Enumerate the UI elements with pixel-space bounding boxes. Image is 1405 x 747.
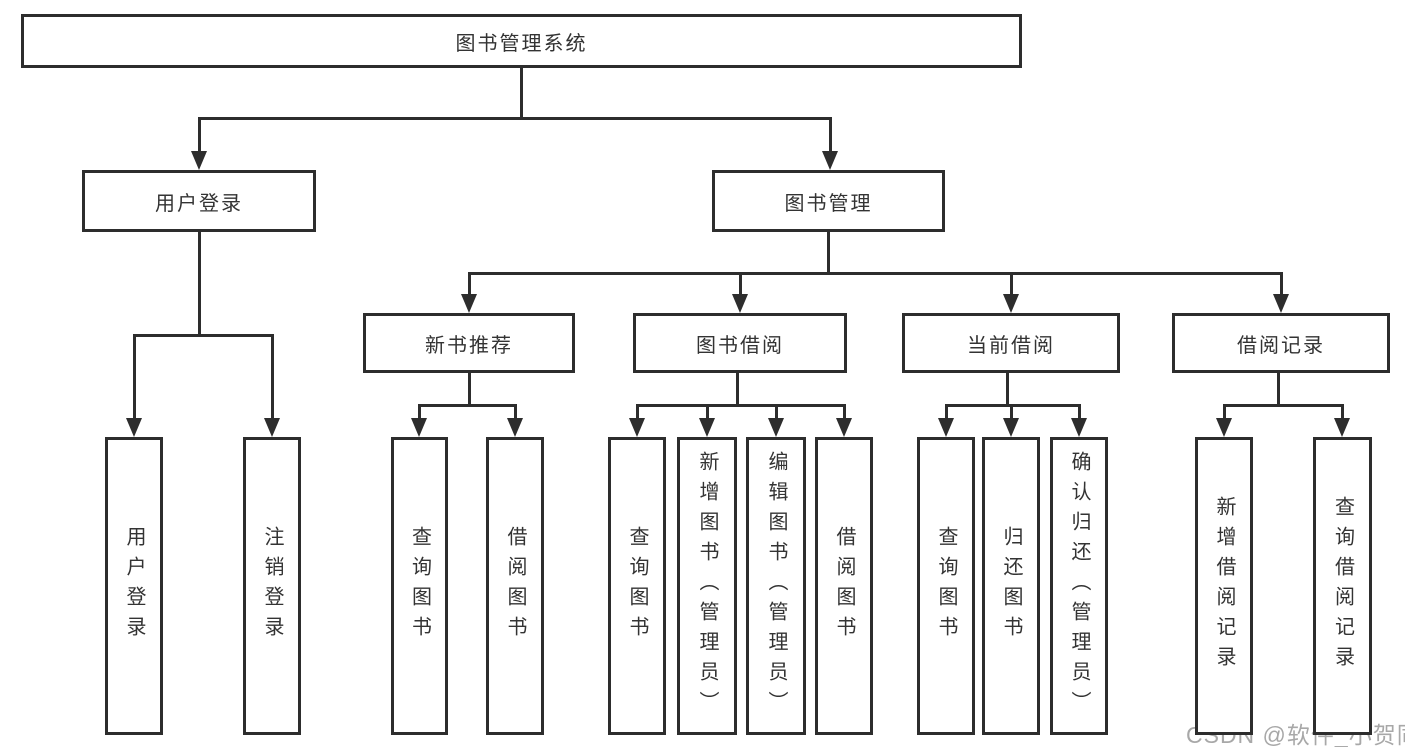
node-label: 图书管理 (784, 192, 873, 215)
node-current-borrowing: 当前借阅 (902, 313, 1120, 373)
arrowhead-down-icon (191, 151, 207, 170)
node-label: 用户登录 (155, 192, 243, 215)
node-library-management-system: 图书管理系统 (21, 14, 1022, 68)
arrowhead-down-icon (264, 418, 280, 437)
node-label: 查询图书 (626, 526, 648, 646)
node-label: 借阅图书 (504, 526, 526, 646)
connector-line-horizontal (1222, 403, 1344, 407)
node-leaf-confirm-return-admin: 确认归还（管理员） (1050, 437, 1108, 735)
node-leaf-query-books-borrow: 查询图书 (608, 437, 666, 735)
arrowhead-down-icon (1216, 418, 1232, 437)
node-label: 用户登录 (123, 526, 145, 646)
connector-line-horizontal (944, 403, 1081, 407)
connector-line-vertical (270, 335, 274, 419)
node-leaf-query-borrow-record: 查询借阅记录 (1313, 437, 1372, 735)
connector-line-vertical (635, 405, 639, 419)
connector-line-horizontal (417, 403, 517, 407)
connector-line-vertical (774, 405, 778, 419)
connector-line-vertical (735, 373, 739, 405)
node-book-borrowing: 图书借阅 (633, 313, 847, 373)
node-label: 查询图书 (408, 526, 431, 646)
node-label: 借阅记录 (1237, 334, 1325, 357)
node-label: 归还图书 (1000, 526, 1022, 646)
node-label: 新增图书（管理员） (696, 451, 718, 721)
node-leaf-query-books-current: 查询图书 (917, 437, 975, 735)
connector-line-horizontal (635, 403, 846, 407)
node-label: 图书管理系统 (455, 32, 588, 55)
arrowhead-down-icon (411, 418, 427, 437)
connector-line-vertical (828, 118, 832, 152)
node-label: 新书推荐 (425, 334, 513, 357)
connector-line-vertical (705, 405, 709, 419)
connector-line-vertical (1222, 405, 1226, 419)
node-leaf-borrow-books: 借阅图书 (815, 437, 873, 735)
arrowhead-down-icon (1273, 294, 1289, 313)
node-new-book-recommendation: 新书推荐 (363, 313, 575, 373)
connector-line-vertical (1279, 273, 1283, 295)
connector-line-vertical (1009, 405, 1013, 419)
arrowhead-down-icon (732, 294, 748, 313)
connector-line-vertical (1005, 373, 1009, 405)
connector-line-vertical (1340, 405, 1344, 419)
node-leaf-user-login: 用户登录 (105, 437, 163, 735)
connector-line-vertical (197, 232, 201, 335)
connector-line-vertical (1077, 405, 1081, 419)
node-label: 编辑图书（管理员） (765, 451, 787, 721)
arrowhead-down-icon (699, 418, 715, 437)
node-leaf-query-books-recommend: 查询图书 (391, 437, 448, 735)
node-leaf-logout: 注销登录 (243, 437, 301, 735)
connector-line-vertical (826, 232, 830, 273)
arrowhead-down-icon (1003, 294, 1019, 313)
arrowhead-down-icon (836, 418, 852, 437)
connector-line-horizontal (132, 333, 274, 337)
node-label: 图书借阅 (696, 334, 784, 357)
connector-line-vertical (132, 335, 136, 419)
arrowhead-down-icon (126, 418, 142, 437)
node-label: 借阅图书 (833, 526, 855, 646)
arrowhead-down-icon (1003, 418, 1019, 437)
node-borrowing-records: 借阅记录 (1172, 313, 1390, 373)
connector-line-vertical (513, 405, 517, 419)
node-label: 查询图书 (935, 526, 957, 646)
connector-line-vertical (842, 405, 846, 419)
node-user-login: 用户登录 (82, 170, 316, 232)
node-label: 新增借阅记录 (1213, 496, 1235, 676)
connector-line-vertical (467, 373, 471, 405)
connector-line-vertical (417, 405, 421, 419)
arrowhead-down-icon (1334, 418, 1350, 437)
node-label: 确认归还（管理员） (1068, 451, 1090, 721)
arrowhead-down-icon (1071, 418, 1087, 437)
node-label: 查询借阅记录 (1331, 496, 1354, 676)
arrowhead-down-icon (507, 418, 523, 437)
connector-line-vertical (738, 273, 742, 295)
connector-line-vertical (467, 273, 471, 295)
connector-line-vertical (1276, 373, 1280, 405)
node-leaf-edit-book-admin: 编辑图书（管理员） (746, 437, 806, 735)
node-leaf-add-book-admin: 新增图书（管理员） (677, 437, 737, 735)
node-label: 注销登录 (261, 526, 283, 646)
connector-line-vertical (519, 68, 523, 118)
connector-line-vertical (197, 118, 201, 152)
node-book-management: 图书管理 (712, 170, 945, 232)
node-leaf-borrow-books-recommend: 借阅图书 (486, 437, 544, 735)
arrowhead-down-icon (822, 151, 838, 170)
connector-line-horizontal (197, 116, 832, 120)
connector-line-vertical (944, 405, 948, 419)
node-leaf-add-borrow-record: 新增借阅记录 (1195, 437, 1253, 735)
connector-line-vertical (1009, 273, 1013, 295)
node-leaf-return-books: 归还图书 (982, 437, 1040, 735)
node-label: 当前借阅 (967, 334, 1055, 357)
arrowhead-down-icon (629, 418, 645, 437)
connector-line-horizontal (467, 271, 1283, 275)
arrowhead-down-icon (768, 418, 784, 437)
arrowhead-down-icon (461, 294, 477, 313)
arrowhead-down-icon (938, 418, 954, 437)
